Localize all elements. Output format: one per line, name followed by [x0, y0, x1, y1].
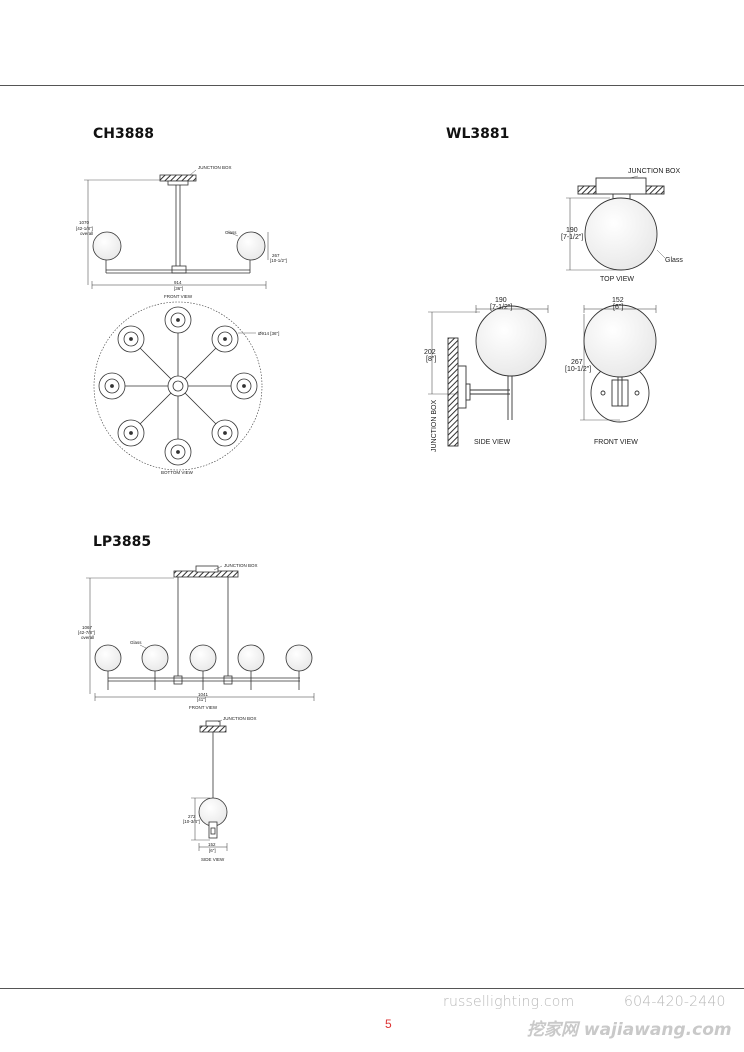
- wl-top-in: [7-1/2"]: [561, 234, 583, 241]
- ch-bottom-view: [93, 301, 263, 471]
- ch-bottom-view-label: BOTTOM VIEW: [161, 470, 194, 475]
- ch-width-in: [36"]: [174, 286, 183, 291]
- wl-front-view: [580, 304, 657, 423]
- ch-front-view-label: FRONT VIEW: [164, 294, 193, 299]
- wl-side-width-in: [7-1/2"]: [490, 304, 512, 311]
- wl-junction-box-label: JUNCTION BOX: [628, 168, 680, 175]
- lp-side-width-mm: 152: [208, 842, 216, 847]
- lp-width-in: [41"]: [197, 697, 206, 702]
- wl-top-mm: 190: [566, 227, 578, 234]
- wl-glass-label: Glass: [665, 257, 683, 264]
- watermark: 挖家网 wajiawang.com: [527, 1020, 732, 1040]
- ch-glass-label: Glass: [225, 230, 237, 235]
- ch-overall-in: [42-1/8"]: [76, 226, 93, 231]
- footer-phone: 604-420-2440: [624, 994, 726, 1010]
- product-code-ch: CH3888: [93, 126, 154, 142]
- wl-front-height-mm: 267: [571, 359, 583, 366]
- lp-front-view-label: FRONT VIEW: [189, 705, 218, 710]
- lp-side-height-mm: 272: [188, 814, 196, 819]
- wl-front-width-in: [6"]: [613, 304, 623, 311]
- ch-globe-in: [10-1/2"]: [270, 258, 287, 263]
- ch-front-view: [84, 169, 269, 289]
- wl-front-height-in: [10-1/2"]: [565, 366, 591, 373]
- lp-front-view: [86, 565, 315, 701]
- wl-top-view-label: TOP VIEW: [600, 276, 634, 283]
- product-code-lp: LP3885: [93, 534, 152, 550]
- lp-side-height-in: [10-3/4"]: [183, 819, 200, 824]
- lp-side-view: [191, 719, 228, 851]
- ch-width-mm: 914: [174, 280, 182, 285]
- ch-overall-word: overall: [80, 231, 93, 236]
- lp-width-mm: 1041: [198, 692, 209, 697]
- lp-overall-in: [42-7/8"]: [78, 630, 95, 635]
- top-rule: [0, 85, 744, 86]
- lp-glass-label: Glass: [130, 640, 142, 645]
- wl-side-height-mm: 202: [424, 349, 436, 356]
- lp-junction-box-label: JUNCTION BOX: [224, 563, 258, 568]
- ch-overall-mm: 1070: [79, 220, 90, 225]
- ch-junction-box-label: JUNCTION BOX: [198, 165, 232, 170]
- lp-overall-mm: 1067: [82, 625, 93, 630]
- wl-front-width-mm: 152: [612, 297, 624, 304]
- wl-side-view-label: SIDE VIEW: [474, 439, 511, 446]
- lp-overall-word: overall: [81, 635, 94, 640]
- footer-website: russellighting.com: [443, 994, 575, 1010]
- lp-side-junction-box-label: JUNCTION BOX: [223, 716, 257, 721]
- wl-front-view-label: FRONT VIEW: [594, 439, 638, 446]
- bottom-rule: [0, 988, 744, 989]
- page-number: 5: [385, 1017, 392, 1031]
- lp-side-view-label: SIDE VIEW: [201, 857, 225, 862]
- wl-side-width-mm: 190: [495, 297, 507, 304]
- product-code-wl: WL3881: [446, 126, 510, 142]
- wl-top-view: [566, 175, 666, 271]
- lp-side-width-in: [6"]: [209, 848, 216, 853]
- wl-side-junction-box-label: JUNCTION BOX: [431, 400, 438, 452]
- ch-diameter-label: Ø914 [36"]: [258, 331, 279, 336]
- wl-side-view: [428, 305, 549, 447]
- ch-globe-mm: 267: [272, 253, 280, 258]
- wl-side-height-in: [8"]: [426, 356, 436, 363]
